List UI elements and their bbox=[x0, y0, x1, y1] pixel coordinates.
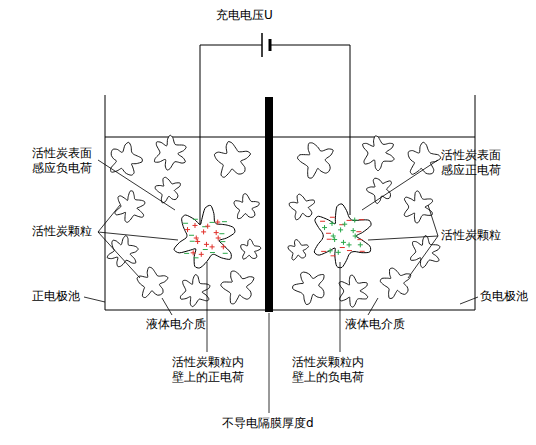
carbon-particle bbox=[380, 268, 410, 298]
charge-mark bbox=[222, 221, 227, 222]
carbon-particle bbox=[288, 240, 309, 261]
membrane-label: 不导电隔膜厚度d bbox=[222, 416, 314, 431]
carbon-particle bbox=[180, 275, 210, 307]
charge-mark bbox=[347, 250, 352, 251]
carbon-particle bbox=[154, 135, 186, 170]
charge-mark bbox=[184, 253, 189, 254]
dielectric-label: 液体电介质 bbox=[345, 317, 405, 332]
dielectric-label: 液体电介质 bbox=[146, 317, 206, 332]
carbon-particle bbox=[107, 236, 138, 267]
charge-mark bbox=[219, 233, 224, 234]
carbon-particle bbox=[339, 275, 368, 307]
charge-mark bbox=[204, 242, 209, 247]
charge-mark bbox=[330, 217, 335, 218]
particle-label: 活性炭颗粒 bbox=[441, 228, 501, 243]
charge-mark bbox=[205, 224, 210, 229]
charge-mark bbox=[214, 230, 219, 235]
charge-mark bbox=[327, 239, 332, 240]
carbon-particle bbox=[408, 142, 441, 174]
charge-mark bbox=[193, 219, 198, 220]
inner-charge-label: 活性炭颗粒内壁上的正电荷 bbox=[172, 355, 248, 385]
carbon-particles bbox=[107, 135, 441, 307]
charge-mark bbox=[356, 231, 361, 232]
carbon-particle bbox=[214, 142, 250, 178]
charge-mark bbox=[221, 244, 226, 249]
charge-mark bbox=[329, 221, 334, 226]
charge-mark bbox=[210, 222, 215, 223]
charge-mark bbox=[220, 241, 225, 242]
power-wires bbox=[200, 33, 350, 225]
charge-mark bbox=[201, 229, 206, 234]
charge-mark bbox=[331, 255, 336, 256]
particle-label: 活性炭颗粒 bbox=[32, 224, 92, 239]
charge-mark bbox=[210, 252, 215, 253]
voltage-label: 充电电压U bbox=[216, 8, 273, 23]
charge-mark bbox=[215, 220, 220, 225]
charge-mark bbox=[360, 251, 365, 252]
charge-mark bbox=[347, 220, 352, 221]
inner-charge-label: 活性炭颗粒内壁上的负电荷 bbox=[292, 355, 368, 385]
surface-charge-label: 活性炭表面感应正电荷 bbox=[441, 148, 503, 178]
charge-mark bbox=[191, 250, 196, 255]
carbon-particle bbox=[234, 194, 259, 219]
charged-particle bbox=[174, 205, 235, 268]
leader-lines bbox=[84, 160, 478, 413]
separator-membrane bbox=[265, 97, 273, 312]
charge-mark bbox=[359, 219, 364, 220]
charged-particle bbox=[314, 204, 371, 268]
carbon-particle bbox=[137, 267, 168, 297]
electrode-label: 负电极池 bbox=[480, 289, 528, 304]
charge-mark bbox=[216, 236, 221, 241]
charge-mark bbox=[340, 247, 345, 248]
carbon-particle bbox=[293, 272, 324, 304]
charge-mark bbox=[338, 227, 343, 232]
charge-mark bbox=[320, 221, 325, 222]
charge-mark bbox=[328, 248, 333, 253]
charge-mark bbox=[321, 251, 326, 252]
charge-mark bbox=[185, 227, 190, 232]
carbon-particle bbox=[241, 239, 261, 259]
charge-mark bbox=[342, 222, 347, 227]
electrode-label: 正电极池 bbox=[32, 289, 80, 304]
charge-mark bbox=[322, 225, 327, 230]
carbon-particle bbox=[221, 271, 254, 304]
charge-mark bbox=[194, 236, 199, 241]
charge-mark bbox=[357, 239, 362, 240]
charge-mark bbox=[199, 252, 204, 257]
charge-mark bbox=[203, 249, 208, 250]
charge-mark bbox=[336, 250, 341, 255]
surface-charge-label: 活性炭表面感应负电荷 bbox=[32, 146, 94, 176]
charge-mark bbox=[194, 257, 199, 258]
charge-mark bbox=[331, 234, 336, 239]
carbon-particle bbox=[411, 236, 440, 268]
carbon-particle bbox=[363, 136, 395, 171]
charge-mark bbox=[326, 233, 331, 234]
charge-mark bbox=[347, 242, 352, 247]
charge-mark bbox=[353, 234, 358, 239]
charge-mark bbox=[341, 240, 346, 245]
carbon-particle bbox=[115, 191, 145, 223]
container bbox=[105, 95, 475, 310]
charge-mark bbox=[352, 218, 357, 223]
carbon-particle bbox=[111, 142, 143, 175]
charge-mark bbox=[358, 242, 363, 247]
carbon-particle bbox=[155, 177, 180, 203]
charge-mark bbox=[183, 223, 188, 224]
charge-mark bbox=[351, 228, 356, 233]
charge-mark bbox=[189, 235, 194, 236]
charge-mark bbox=[192, 223, 197, 228]
carbon-particle bbox=[367, 178, 392, 203]
charge-mark bbox=[223, 253, 228, 254]
carbon-particle bbox=[297, 143, 333, 178]
charge-mark bbox=[190, 241, 195, 242]
charge-mark bbox=[210, 244, 215, 249]
carbon-particle bbox=[289, 194, 314, 220]
